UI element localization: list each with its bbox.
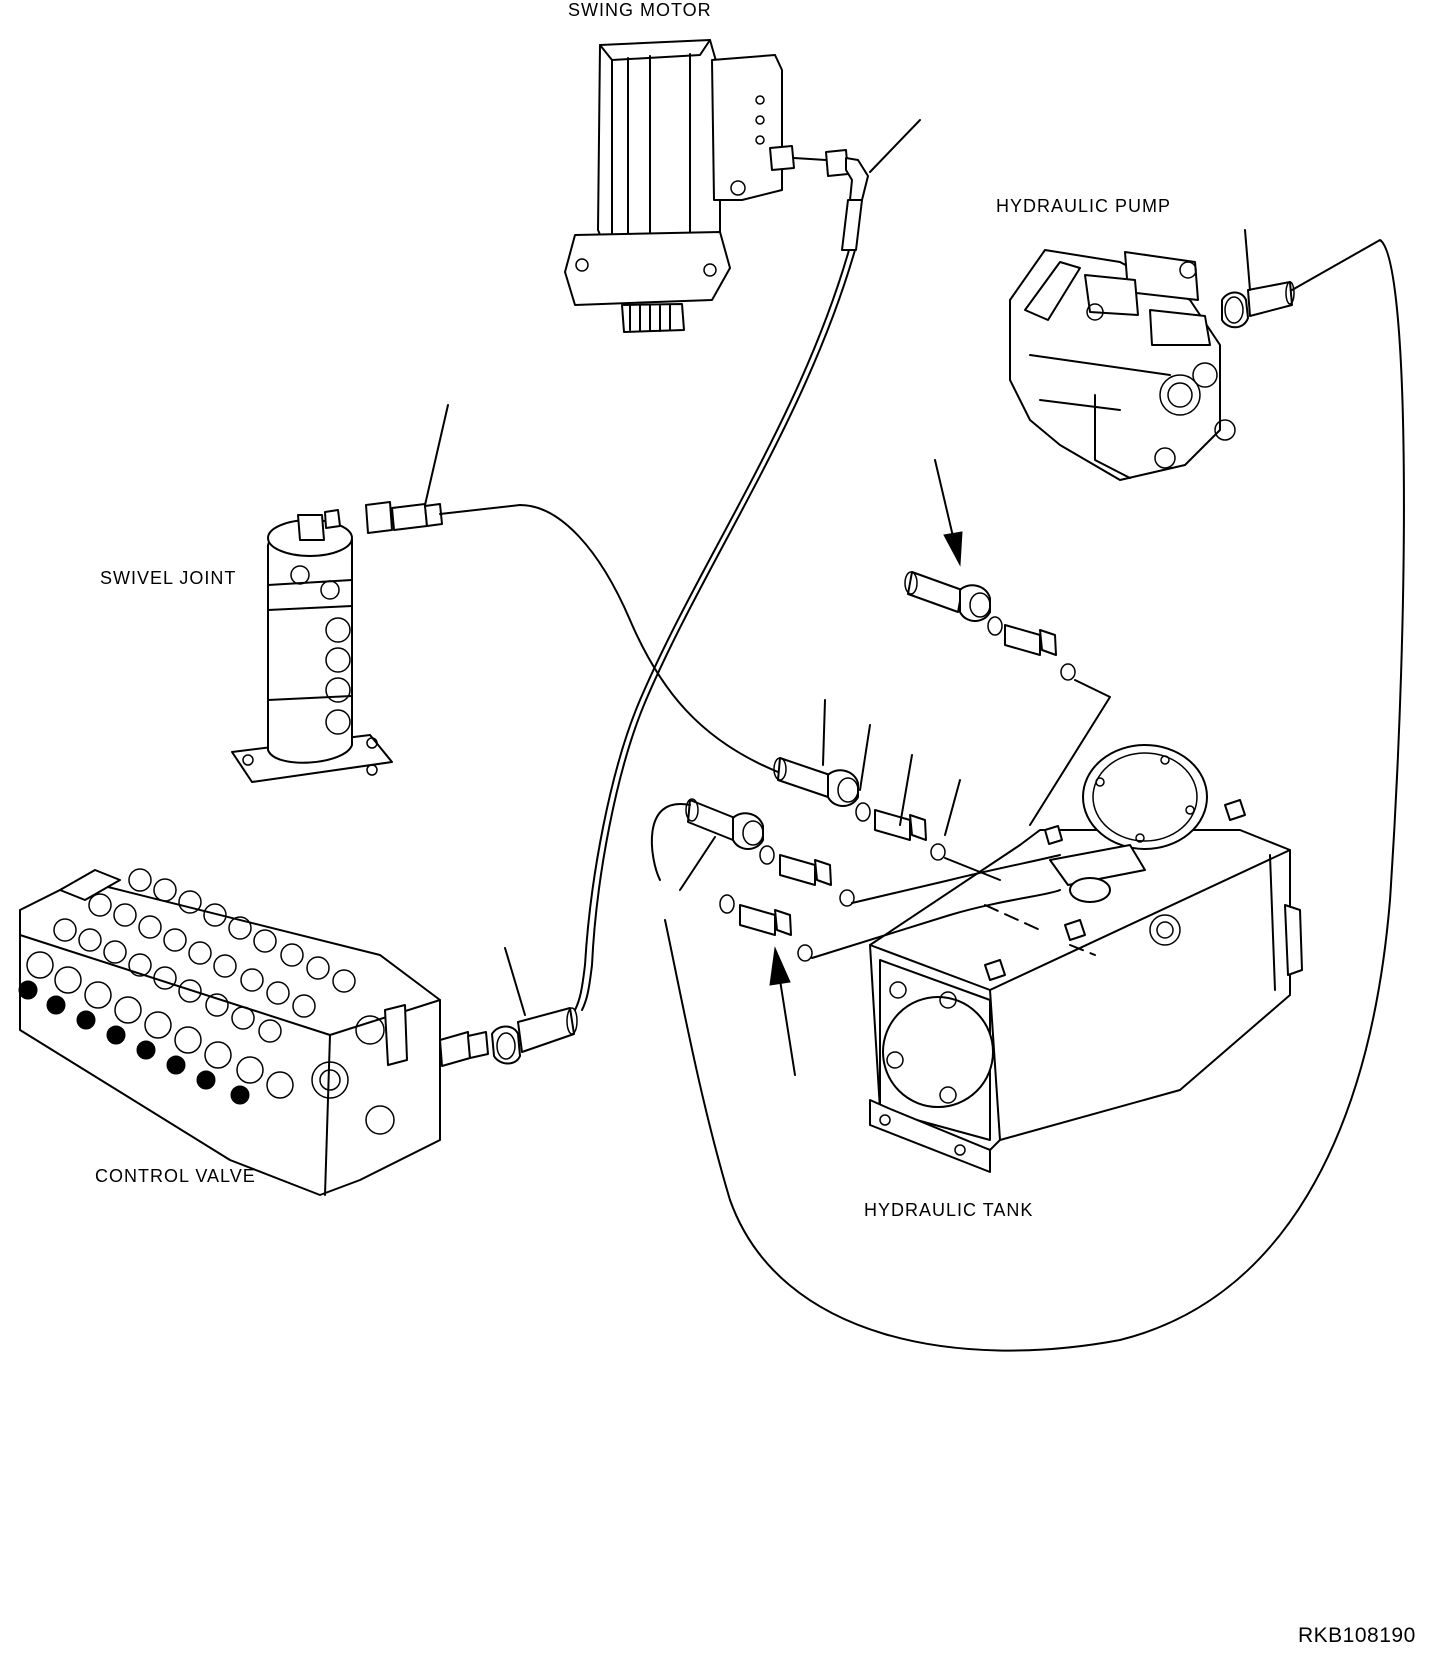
leader-lines [424, 119, 1251, 1016]
hoses [439, 239, 1405, 1352]
label-swing-motor: SWING MOTOR [568, 0, 712, 20]
document-code: RKB108190 [1298, 1624, 1416, 1647]
swing-motor-drawing [564, 39, 869, 333]
label-swivel-joint: SWIVEL JOINT [100, 568, 237, 588]
hydraulic-tank-drawing [869, 744, 1303, 1173]
label-hydraulic-pump: HYDRAULIC PUMP [996, 196, 1172, 216]
swivel-joint-drawing [231, 501, 443, 783]
hydraulic-pump-drawing [1009, 249, 1295, 481]
control-valve-drawing [18, 868, 578, 1196]
tank-fittings [685, 571, 1076, 962]
label-hydraulic-tank: HYDRAULIC TANK [864, 1200, 1034, 1220]
label-control-valve: CONTROL VALVE [95, 1166, 256, 1186]
arrow-to-lower-fitting [769, 946, 796, 1076]
arrow-to-pump-fitting [934, 459, 963, 567]
